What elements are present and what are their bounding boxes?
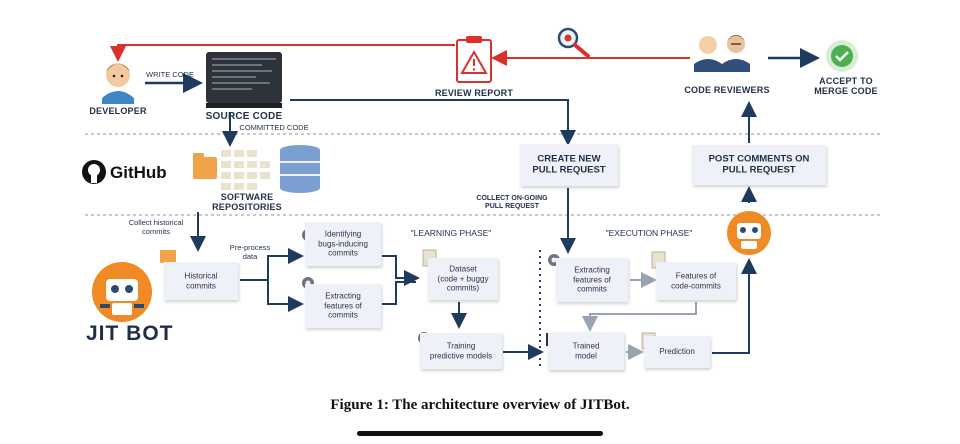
figure-caption: Figure 1: The architecture overview of J… xyxy=(330,397,630,413)
source-code-label: SOURCE CODE xyxy=(205,111,283,122)
code-reviewers-label: CODE REVIEWERS xyxy=(684,85,770,95)
github-label: GitHub xyxy=(110,163,167,182)
review-report-label: REVIEW REPORT xyxy=(434,88,514,98)
arrow-features-to-trained xyxy=(582,302,697,332)
developer-label: DEVELOPER xyxy=(89,106,147,116)
software-repositories-icon xyxy=(193,145,320,193)
software-repositories-label: SOFTWARE REPOSITORIES xyxy=(212,192,282,213)
jitbot-small-icon xyxy=(727,211,771,255)
collect-ongoing-label: COLLECT ON-GOING PULL REQUEST xyxy=(476,195,548,211)
training-models-box: Training predictive models xyxy=(420,333,502,369)
arrow-report-to-developer xyxy=(110,44,455,62)
preprocess-label: Pre-process data xyxy=(229,243,271,261)
developer-avatar xyxy=(102,63,134,104)
collect-historical-label: Collect historical commits xyxy=(128,218,184,236)
extracting-features-execution-box: Extracting features of commits xyxy=(556,258,628,302)
review-report-icon xyxy=(456,36,492,83)
arrow-extracting-to-dataset xyxy=(382,281,416,305)
arrow-identifying-to-dataset xyxy=(382,255,420,286)
folder-icon xyxy=(160,250,176,263)
accept-merge-label: ACCEPT TO MERGE CODE xyxy=(814,76,878,97)
post-comments-box: POST COMMENTS ON PULL REQUEST xyxy=(692,145,826,185)
write-code-label: WRITE CODE xyxy=(146,70,194,79)
arrow-prediction-to-bot xyxy=(712,258,757,354)
bug-magnifier-icon xyxy=(557,27,590,58)
code-reviewers-icon xyxy=(694,35,750,72)
prediction-box: Prediction xyxy=(644,336,710,368)
arrow-source-to-pr xyxy=(290,99,576,146)
identifying-bugs-box: Identifying bugs-inducing commits xyxy=(305,222,381,266)
extracting-features-learning-box: Extracting features of commits xyxy=(305,284,381,328)
dataset-box: Dataset (code + buggy commits) xyxy=(428,258,498,300)
learning-phase-label: "LEARNING PHASE" xyxy=(410,228,492,238)
arrow-historical-to-identifying xyxy=(240,248,304,281)
trained-model-box: Trained model xyxy=(548,332,624,370)
home-indicator[interactable] xyxy=(357,431,603,436)
github-logo-icon xyxy=(82,160,106,184)
create-pull-request-box: CREATE NEW PULL REQUEST xyxy=(520,144,618,186)
features-code-commits-box: Features of code-commits xyxy=(656,262,736,300)
execution-phase-label: "EXECUTION PHASE" xyxy=(605,228,693,238)
committed-code-label: COMMITTED CODE xyxy=(239,123,309,132)
source-code-icon xyxy=(206,52,282,108)
accept-check-icon xyxy=(826,40,858,72)
jitbot-logo-icon xyxy=(92,262,152,322)
jitbot-label: JIT BOT xyxy=(86,322,174,345)
historical-commits-box: Historical commits xyxy=(164,262,238,300)
arrow-historical-to-extracting xyxy=(267,280,304,312)
